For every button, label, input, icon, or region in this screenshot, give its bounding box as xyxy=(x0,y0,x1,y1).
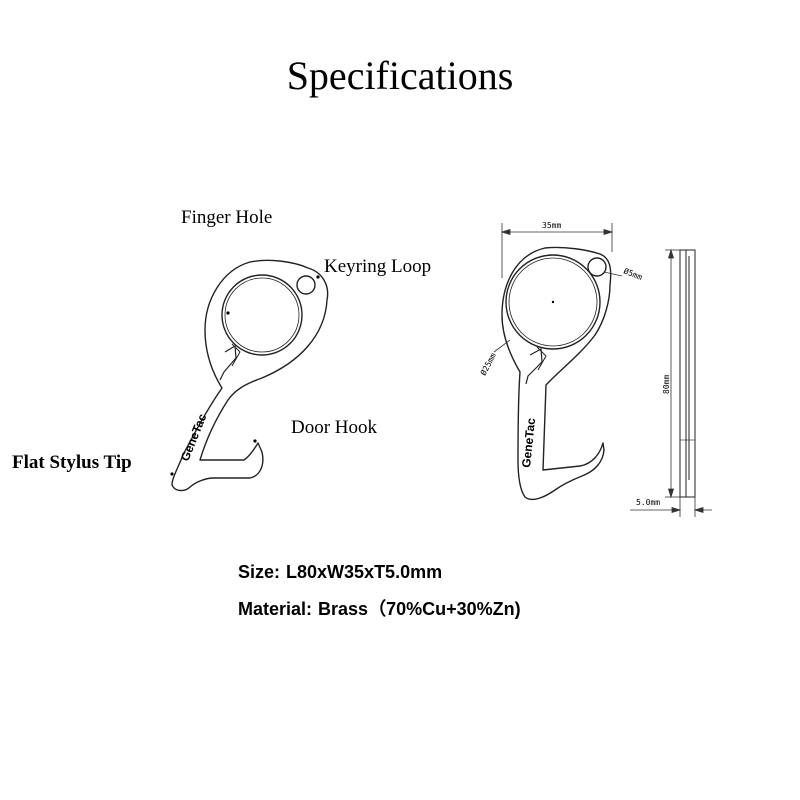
left-finger-hole xyxy=(221,274,303,356)
dim-hole-text: Ø5mm xyxy=(622,266,644,283)
right-finger-hole xyxy=(505,254,601,350)
spec-material: Material:Brass（70%Cu+30%Zn) xyxy=(238,595,527,621)
callout-finger-hole: Finger Hole xyxy=(181,207,273,228)
callout-flat-stylus-tip: Flat Stylus Tip xyxy=(12,452,132,473)
page-title: Specifications xyxy=(286,53,514,98)
dim-width-text: 35mm xyxy=(542,221,561,230)
callout-keyring-loop: Keyring Loop xyxy=(324,256,432,277)
spec-size-label: Size: xyxy=(238,562,281,582)
spec-size: Size:L80xW35xT5.0mm xyxy=(238,562,448,583)
spec-material-label: Material: xyxy=(238,599,313,619)
dim-thickness-text: 5.0mm xyxy=(636,498,660,507)
side-view-body xyxy=(679,249,696,498)
dim-finger-hole-text: Ø25mm xyxy=(478,351,498,377)
dim-length-text: 80mm xyxy=(662,375,671,394)
left-keyring-hole xyxy=(296,275,316,295)
right-tool-outline xyxy=(501,246,612,501)
left-tool-outline xyxy=(171,259,329,492)
spec-material-value: Brass（70%Cu+30%Zn) xyxy=(318,599,521,619)
callout-door-hook: Door Hook xyxy=(291,417,378,438)
right-keyring-hole xyxy=(587,257,607,277)
right-brand-text: GeneTac xyxy=(519,417,538,468)
spec-size-value: L80xW35xT5.0mm xyxy=(286,562,443,582)
